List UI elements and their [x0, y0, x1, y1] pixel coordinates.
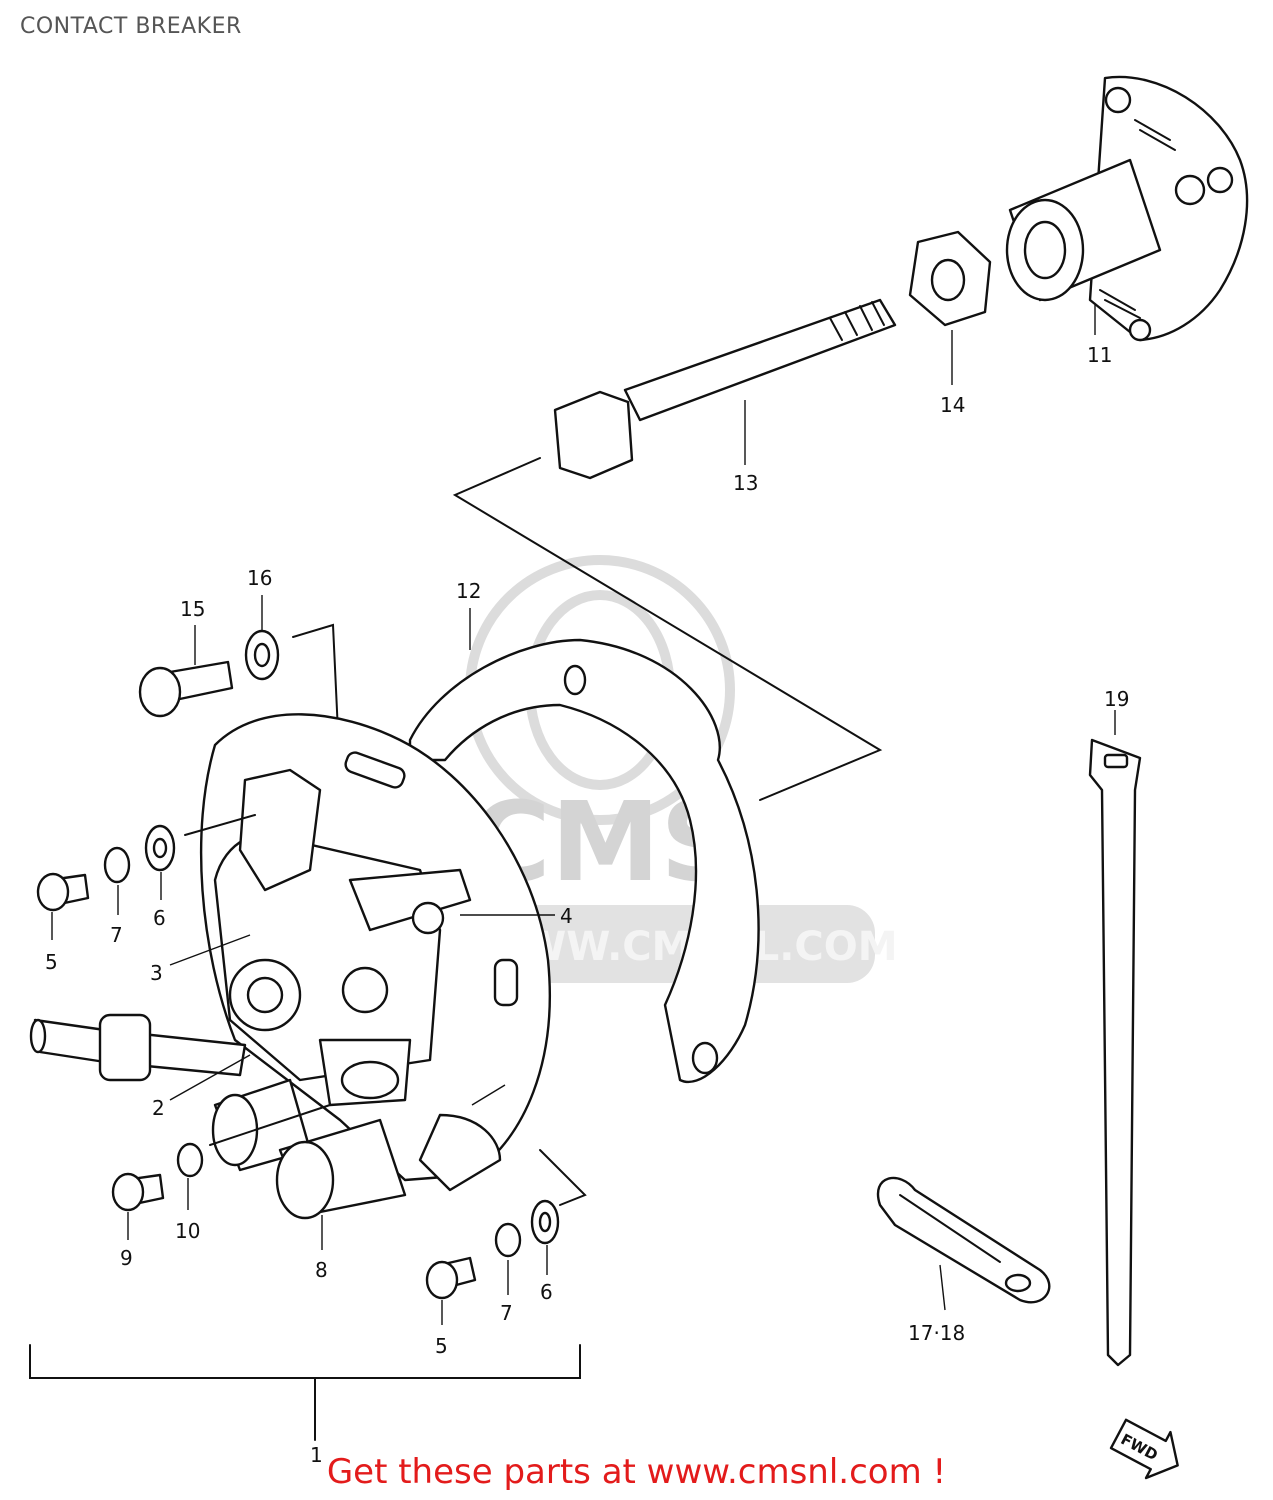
callout-9: 9 [120, 1246, 133, 1270]
callout-4: 4 [560, 904, 573, 928]
watermark-url-band [455, 905, 875, 983]
callout-16: 16 [247, 566, 272, 590]
fwd-arrow-icon: FWD [1109, 1418, 1179, 1480]
lock-washer-part [494, 1222, 522, 1295]
callout-3: 3 [150, 961, 163, 985]
leader-line [169, 934, 251, 966]
callout-11: 11 [1087, 343, 1112, 367]
callout-5: 5 [45, 950, 58, 974]
callout-8: 8 [315, 1258, 328, 1282]
promo-link[interactable]: Get these parts at www.cmsnl.com ! [326, 1452, 947, 1492]
leader-line [169, 1054, 251, 1101]
nut-part [908, 230, 992, 385]
callout-19: 19 [1104, 687, 1129, 711]
callout-14: 14 [940, 393, 965, 417]
callout-15: 15 [180, 597, 205, 621]
screw-part [425, 1256, 477, 1325]
assembly-bracket [29, 1344, 581, 1441]
washer-part [176, 1142, 204, 1210]
callout-1: 1 [310, 1443, 323, 1467]
callout-10: 10 [175, 1219, 200, 1243]
screw-part [111, 1172, 165, 1240]
page-title: CONTACT BREAKER [20, 14, 242, 39]
callout-12: 12 [456, 579, 481, 603]
reference-line [184, 814, 256, 836]
clamp-part [876, 1176, 1051, 1311]
lock-washer-part [103, 846, 131, 915]
washer-part [530, 1199, 560, 1275]
screw-part [138, 625, 234, 718]
callout-2: 2 [152, 1096, 165, 1120]
breaker-cam-part [1005, 75, 1249, 342]
callout-17-18: 17·18 [908, 1321, 965, 1345]
condenser-part [211, 1078, 407, 1250]
callout-13: 13 [733, 471, 758, 495]
callout-7: 7 [110, 923, 123, 947]
washer-part [244, 595, 280, 681]
leader-line [471, 1084, 506, 1106]
wire-lead [29, 1013, 247, 1082]
screw-part [36, 872, 90, 940]
base-plate-assembly [199, 713, 551, 1192]
callout-5: 5 [435, 1334, 448, 1358]
reference-line [539, 1149, 587, 1206]
washer-part [144, 824, 176, 900]
bolt-part [553, 298, 897, 480]
reference-line [452, 457, 883, 801]
callout-6: 6 [153, 906, 166, 930]
cable-tie-part [1088, 710, 1142, 1367]
callout-7: 7 [500, 1301, 513, 1325]
callout-6: 6 [540, 1280, 553, 1304]
cover-plate-part [408, 608, 760, 1083]
reference-line [209, 1104, 331, 1146]
